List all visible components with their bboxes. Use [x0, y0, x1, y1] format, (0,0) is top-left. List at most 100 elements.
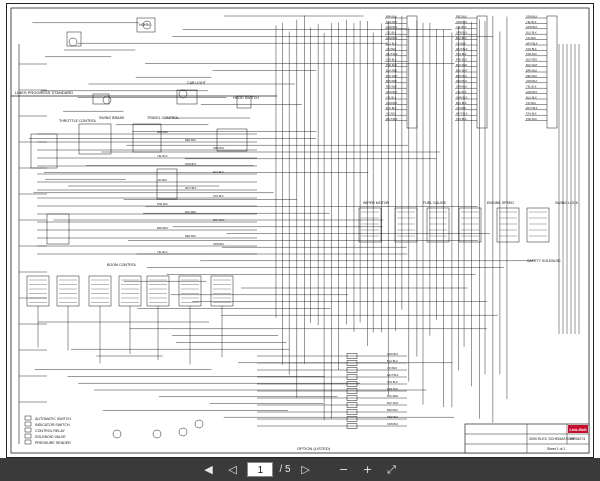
drawing-number: M4-06274: [569, 437, 585, 441]
wire-label: ORN BLK: [213, 146, 225, 150]
component-label: WIPER MOTOR: [363, 201, 389, 205]
wire-label: TAN BLK: [456, 52, 467, 56]
zoom-in-icon[interactable]: +: [362, 463, 373, 476]
wire-label: RED BLK: [456, 14, 467, 18]
wire-label: GRN BLK: [185, 162, 197, 166]
wire-label: VIO BLK: [386, 47, 396, 51]
component-label: HOOD SWITCH: [233, 96, 259, 100]
component-box: [496, 207, 520, 243]
component-label: SWING LOCK: [555, 201, 579, 205]
wire-label: BLK RED: [185, 210, 196, 214]
fit-page-icon[interactable]: ⤢: [387, 462, 396, 476]
motor-symbol: [152, 429, 162, 439]
motor-symbol: [102, 95, 112, 105]
zoom-out-icon[interactable]: −: [338, 463, 349, 476]
wire-label: YEL BLK: [386, 95, 397, 99]
component-box: [132, 123, 162, 153]
wire-label: GRN BLK: [456, 31, 468, 35]
wire-label: YEL BLK: [526, 85, 537, 89]
wire-label: BLK RED: [456, 63, 467, 67]
wire-label: VIO BLK: [456, 106, 466, 110]
legend-item: SOLENOID VALVE: [35, 435, 66, 439]
wire-label: GRN BLK: [526, 25, 538, 29]
component-box: [210, 275, 234, 307]
wire-label: BLK WHT: [456, 68, 468, 72]
motor-symbol: [142, 20, 152, 30]
component-label: FUEL GAUGE: [423, 201, 447, 205]
component-box: [526, 207, 550, 243]
wire-label: RED BLK: [386, 85, 397, 89]
wire-label: BLU BLK: [387, 359, 398, 363]
wire-label: BRN BLK: [387, 408, 398, 412]
wire-label: BRN BLK: [157, 226, 168, 230]
page-number-input[interactable]: 1: [247, 462, 274, 477]
component-box: [476, 15, 488, 129]
component-box: [88, 275, 112, 307]
motor-symbol: [112, 429, 122, 439]
wire-label: BLK WHT: [387, 401, 399, 405]
component-box: [406, 15, 418, 129]
wire-label: YEL BLK: [456, 25, 467, 29]
motor-symbol: [178, 89, 188, 99]
component-box: [358, 207, 382, 243]
wire-label: BLK RED: [387, 394, 398, 398]
legend-item: CONTROL RELAY: [35, 429, 66, 433]
wire-label: BLK RED: [386, 68, 397, 72]
prev-page-icon[interactable]: ◁: [228, 463, 237, 476]
next-page-icon[interactable]: ▷: [301, 463, 310, 476]
page-total: / 5: [279, 464, 291, 475]
wire-label: WHT BLK: [386, 52, 398, 56]
wire-label: BLU BLK: [526, 95, 537, 99]
component-box: [26, 275, 50, 307]
wire-label: YEL BLK: [526, 20, 537, 24]
wire-label: ORN BLK: [456, 85, 468, 89]
wire-label: BRN BLK: [386, 79, 397, 83]
component-label: ENGINE SPEED: [487, 201, 514, 205]
wire-label: TAN BLK: [526, 112, 537, 116]
wire-label: RED BLK: [185, 234, 196, 238]
wire-label: RED BLK: [387, 415, 398, 419]
component-box: [24, 427, 32, 433]
wire-label: YEL BLK: [456, 90, 467, 94]
component-box: [216, 128, 248, 152]
wire-label: ORN BLK: [456, 20, 468, 24]
wire-label: RED BLK: [456, 79, 467, 83]
wire-label: GRN BLK: [386, 101, 398, 105]
wire-label: VIO BLK: [456, 41, 466, 45]
motor-symbol: [194, 419, 204, 429]
wire-label: WHT BLK: [456, 47, 468, 51]
legend-item: INDICATOR SWITCH: [35, 423, 70, 427]
wire-label: BLK WHT: [526, 63, 538, 67]
component-box: [394, 207, 418, 243]
wire-label: GRN BLK: [526, 90, 538, 94]
first-page-icon[interactable]: ◀: [204, 463, 213, 476]
component-box: [346, 388, 358, 394]
wire-label: WHT BLK: [526, 41, 538, 45]
component-box: [346, 416, 358, 422]
component-box: [78, 123, 112, 155]
component-box: [346, 395, 358, 401]
component-label: SAFETY SOLENOID: [527, 259, 561, 263]
component-box: [346, 374, 358, 380]
wire-label: BRN BLK: [456, 74, 467, 78]
wire-label: GRN BLK: [386, 36, 398, 40]
wire-label: BLU BLK: [456, 36, 467, 40]
wire-label: ORN BLK: [387, 422, 399, 426]
wire-label: TAN BLK: [213, 194, 224, 198]
component-box: [346, 402, 358, 408]
wire-label: VIO BLK: [157, 178, 167, 182]
wire-label: TAN BLK: [456, 117, 467, 121]
wire-label: BRN BLK: [386, 14, 397, 18]
wire-label: TAN BLK: [386, 58, 397, 62]
wire-label: YEL BLK: [157, 154, 168, 158]
component-box: [546, 15, 558, 129]
wire-label: ORN BLK: [526, 79, 538, 83]
header-text: LINES PROGRESS STANDARD: [15, 90, 73, 95]
title-text: 2000 ELEC SCHEMATIC HP: [529, 437, 576, 441]
brand-text: Link-Belt: [569, 427, 587, 432]
wire-label: ORN BLK: [386, 90, 398, 94]
wire-label: TAN BLK: [387, 380, 398, 384]
wire-label: VIO BLK: [526, 101, 536, 105]
component-box: [66, 31, 82, 47]
